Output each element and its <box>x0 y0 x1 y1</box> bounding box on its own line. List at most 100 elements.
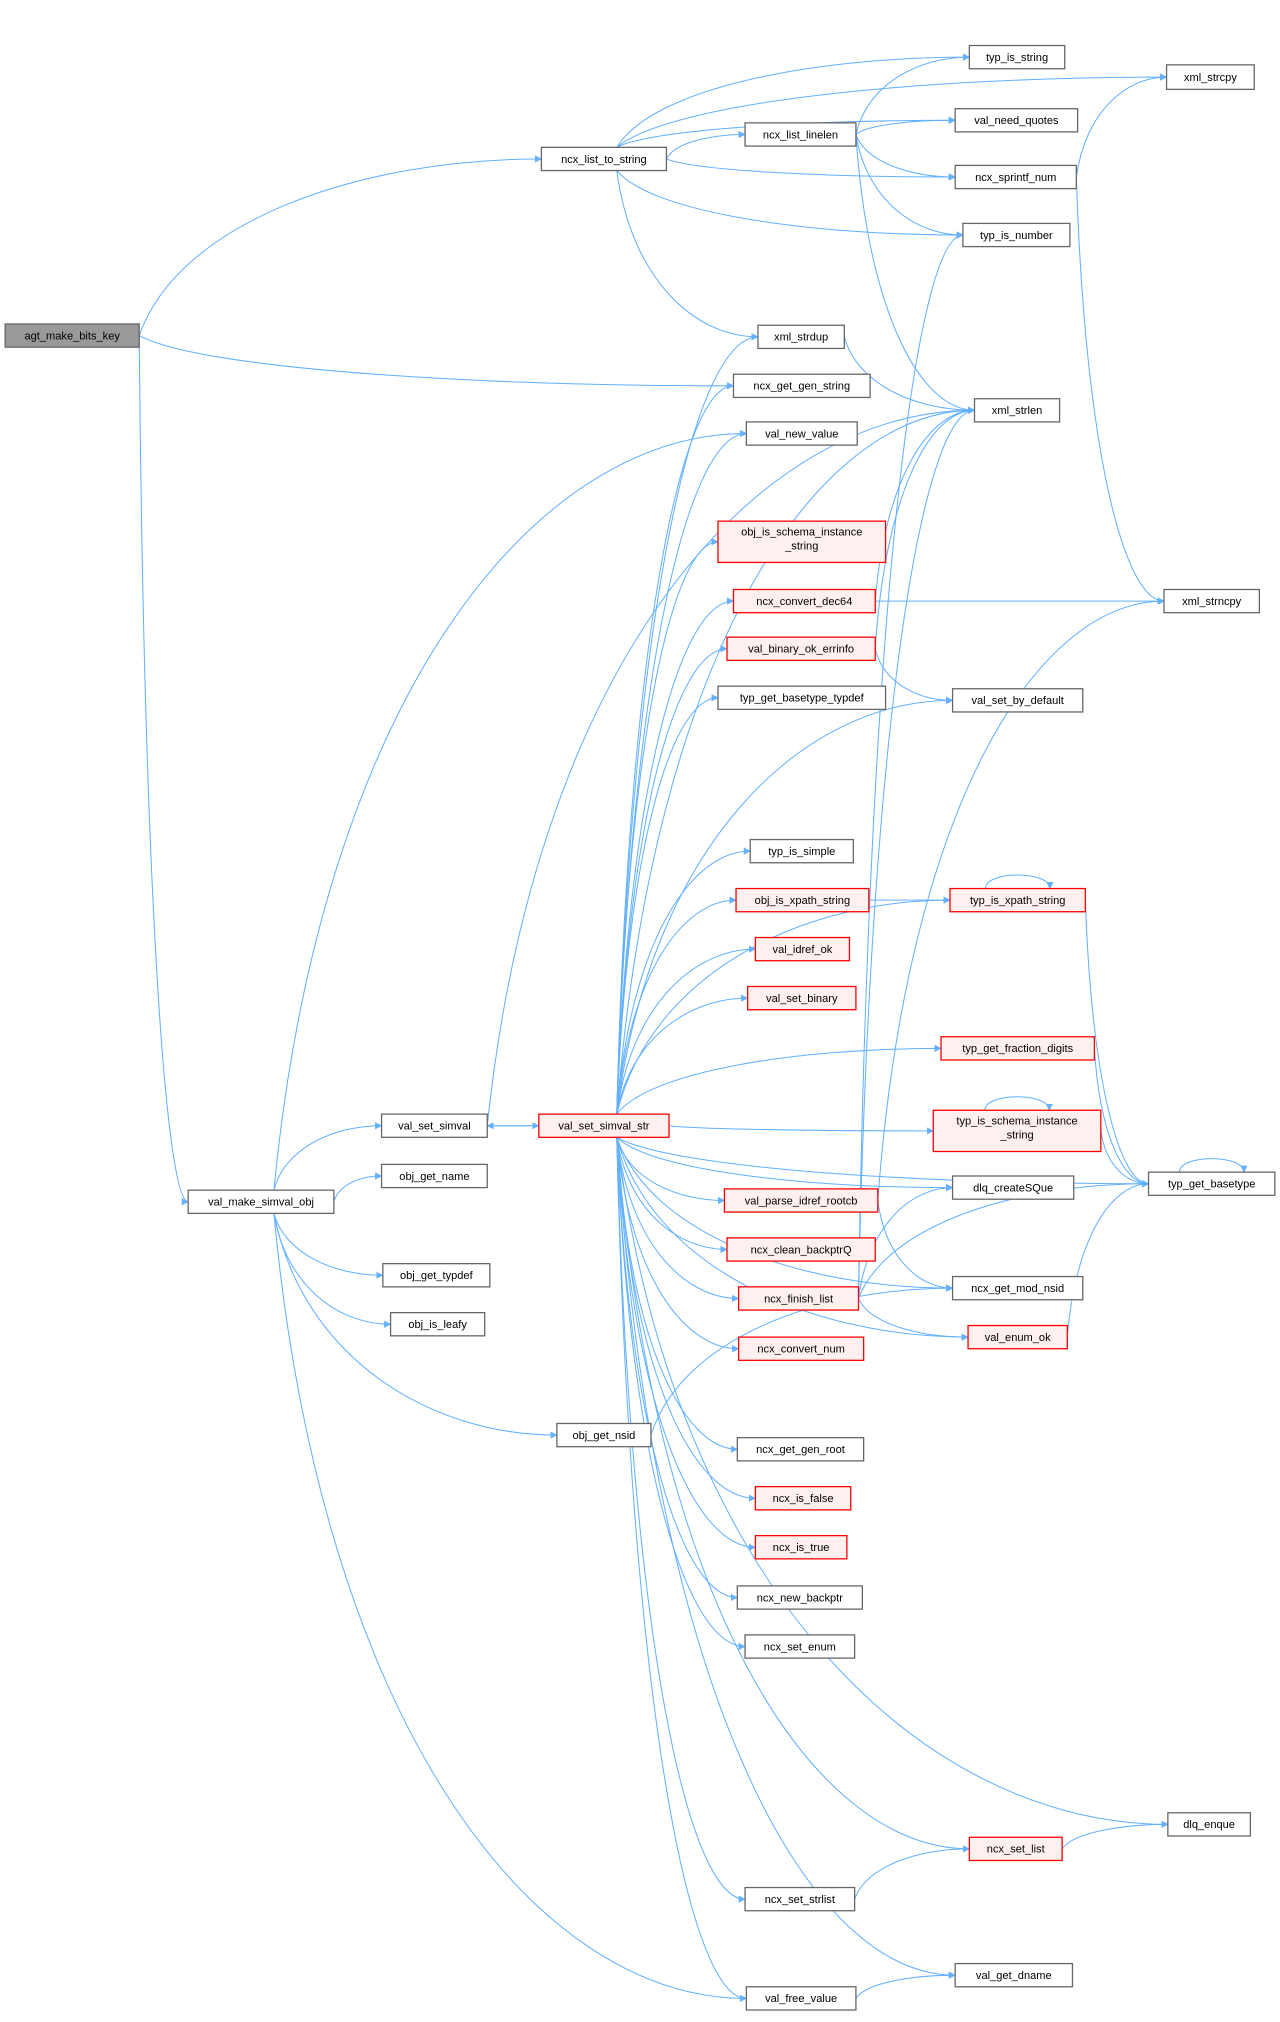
node-ncx-is-false[interactable]: ncx_is_false <box>754 1486 852 1511</box>
node-val-set-by-default[interactable]: val_set_by_default <box>951 688 1084 713</box>
node-ncx-finish-list[interactable]: ncx_finish_list <box>737 1286 860 1311</box>
node-obj-get-typdef[interactable]: obj_get_typdef <box>382 1263 491 1288</box>
node-xml-strncpy[interactable]: xml_strncpy <box>1163 588 1261 614</box>
node-ncx-get-gen-root[interactable]: ncx_get_gen_root <box>736 1437 865 1462</box>
node-val-idref-ok[interactable]: val_idref_ok <box>754 936 851 962</box>
node-ncx-set-enum[interactable]: ncx_set_enum <box>744 1634 856 1659</box>
node-box[interactable] <box>380 1163 488 1189</box>
node-box[interactable] <box>732 588 876 614</box>
node-val-binary-ok-errinfo[interactable]: val_binary_ok_errinfo <box>726 636 876 662</box>
node-box[interactable] <box>754 1486 852 1511</box>
node-box[interactable] <box>754 936 851 962</box>
node-dlq-enque[interactable]: dlq_enque <box>1167 1812 1251 1837</box>
node-box[interactable] <box>736 1437 865 1462</box>
node-box[interactable] <box>735 887 870 913</box>
node-box[interactable] <box>951 688 1084 713</box>
node-box[interactable] <box>737 1336 865 1361</box>
node-ncx-convert-num[interactable]: ncx_convert_num <box>737 1336 865 1361</box>
node-box[interactable] <box>744 1634 856 1659</box>
node-box[interactable] <box>954 108 1079 133</box>
node-box[interactable] <box>757 324 845 350</box>
node-box[interactable] <box>540 146 668 172</box>
node-box[interactable] <box>389 1311 486 1337</box>
node-xml-strdup[interactable]: xml_strdup <box>757 324 845 350</box>
node-box[interactable] <box>951 1275 1084 1301</box>
node-ncx-convert-dec64[interactable]: ncx_convert_dec64 <box>732 588 876 614</box>
node-box[interactable] <box>749 838 854 864</box>
node-box[interactable] <box>1163 588 1261 614</box>
node-box[interactable] <box>949 887 1087 913</box>
node-typ-get-basetype-typdef[interactable]: typ_get_basetype_typdef <box>717 685 887 711</box>
node-box[interactable] <box>973 398 1061 423</box>
node-agt-make-bits-key[interactable]: agt_make_bits_key <box>4 323 140 348</box>
node-box[interactable] <box>754 1534 848 1560</box>
node-box[interactable] <box>968 1836 1063 1862</box>
node-box[interactable] <box>744 122 857 147</box>
node-box[interactable] <box>746 985 857 1011</box>
node-box[interactable] <box>932 1109 1102 1153</box>
node-box[interactable] <box>1165 64 1255 90</box>
node-typ-is-number[interactable]: typ_is_number <box>962 222 1071 248</box>
node-obj-get-name[interactable]: obj_get_name <box>380 1163 488 1189</box>
node-ncx-sprintf-num[interactable]: ncx_sprintf_num <box>954 164 1077 190</box>
node-val-set-simval[interactable]: val_set_simval <box>380 1113 488 1138</box>
node-box[interactable] <box>745 1986 857 2011</box>
node-box[interactable] <box>940 1036 1096 1061</box>
node-box[interactable] <box>962 222 1071 248</box>
node-ncx-get-gen-string[interactable]: ncx_get_gen_string <box>732 373 871 399</box>
node-box[interactable] <box>726 1237 876 1262</box>
node-ncx-set-list[interactable]: ncx_set_list <box>968 1836 1063 1862</box>
node-xml-strlen[interactable]: xml_strlen <box>973 398 1061 423</box>
node-obj-is-xpath-string[interactable]: obj_is_xpath_string <box>735 887 870 913</box>
node-val-free-value[interactable]: val_free_value <box>745 1986 857 2011</box>
node-typ-is-schema-instance-string[interactable]: typ_is_schema_instance_string <box>932 1109 1102 1153</box>
node-dlq-createSQue[interactable]: dlq_createSQue <box>951 1175 1075 1200</box>
node-ncx-list-to-string[interactable]: ncx_list_to_string <box>540 146 668 172</box>
node-box[interactable] <box>4 323 140 348</box>
node-box[interactable] <box>717 520 887 564</box>
node-val-enum-ok[interactable]: val_enum_ok <box>967 1324 1068 1350</box>
node-box[interactable] <box>187 1189 335 1215</box>
node-typ-is-string[interactable]: typ_is_string <box>968 44 1066 70</box>
node-box[interactable] <box>737 1286 860 1311</box>
node-box[interactable] <box>967 1324 1068 1350</box>
node-box[interactable] <box>954 164 1077 190</box>
node-box[interactable] <box>954 1962 1074 1988</box>
node-val-make-simval-obj[interactable]: val_make_simval_obj <box>187 1189 335 1215</box>
node-val-new-value[interactable]: val_new_value <box>745 421 858 446</box>
node-val-set-binary[interactable]: val_set_binary <box>746 985 857 1011</box>
node-box[interactable] <box>968 44 1066 70</box>
node-box[interactable] <box>1147 1171 1276 1196</box>
node-obj-is-leafy[interactable]: obj_is_leafy <box>389 1311 486 1337</box>
node-ncx-is-true[interactable]: ncx_is_true <box>754 1534 848 1560</box>
node-box[interactable] <box>745 421 858 446</box>
node-ncx-set-strlist[interactable]: ncx_set_strlist <box>744 1886 856 1912</box>
node-box[interactable] <box>1167 1812 1251 1837</box>
node-box[interactable] <box>556 1422 652 1448</box>
node-box[interactable] <box>380 1113 488 1138</box>
node-typ-get-fraction-digits[interactable]: typ_get_fraction_digits <box>940 1036 1096 1061</box>
node-ncx-get-mod-nsid[interactable]: ncx_get_mod_nsid <box>951 1275 1084 1301</box>
node-obj-is-schema-instance-string[interactable]: obj_is_schema_instance_string <box>717 520 887 564</box>
node-box[interactable] <box>736 1585 864 1610</box>
node-typ-is-xpath-string[interactable]: typ_is_xpath_string <box>949 887 1087 913</box>
node-typ-get-basetype[interactable]: typ_get_basetype <box>1147 1171 1276 1196</box>
node-ncx-list-linelen[interactable]: ncx_list_linelen <box>744 122 857 147</box>
node-typ-is-simple[interactable]: typ_is_simple <box>749 838 854 864</box>
node-val-parse-idref-rootcb[interactable]: val_parse_idref_rootcb <box>723 1188 879 1213</box>
node-box[interactable] <box>744 1886 856 1912</box>
node-val-get-dname[interactable]: val_get_dname <box>954 1962 1074 1988</box>
node-box[interactable] <box>538 1113 670 1138</box>
node-val-need-quotes[interactable]: val_need_quotes <box>954 108 1079 133</box>
node-box[interactable] <box>717 685 887 711</box>
node-ncx-new-backptr[interactable]: ncx_new_backptr <box>736 1585 864 1610</box>
node-box[interactable] <box>732 373 871 399</box>
node-box[interactable] <box>723 1188 879 1213</box>
node-box[interactable] <box>382 1263 491 1288</box>
node-xml-strcpy[interactable]: xml_strcpy <box>1165 64 1255 90</box>
node-box[interactable] <box>951 1175 1075 1200</box>
node-ncx-clean-backptrQ[interactable]: ncx_clean_backptrQ <box>726 1237 876 1262</box>
node-obj-get-nsid[interactable]: obj_get_nsid <box>556 1422 652 1448</box>
node-box[interactable] <box>726 636 876 662</box>
node-val-set-simval-str[interactable]: val_set_simval_str <box>538 1113 670 1138</box>
